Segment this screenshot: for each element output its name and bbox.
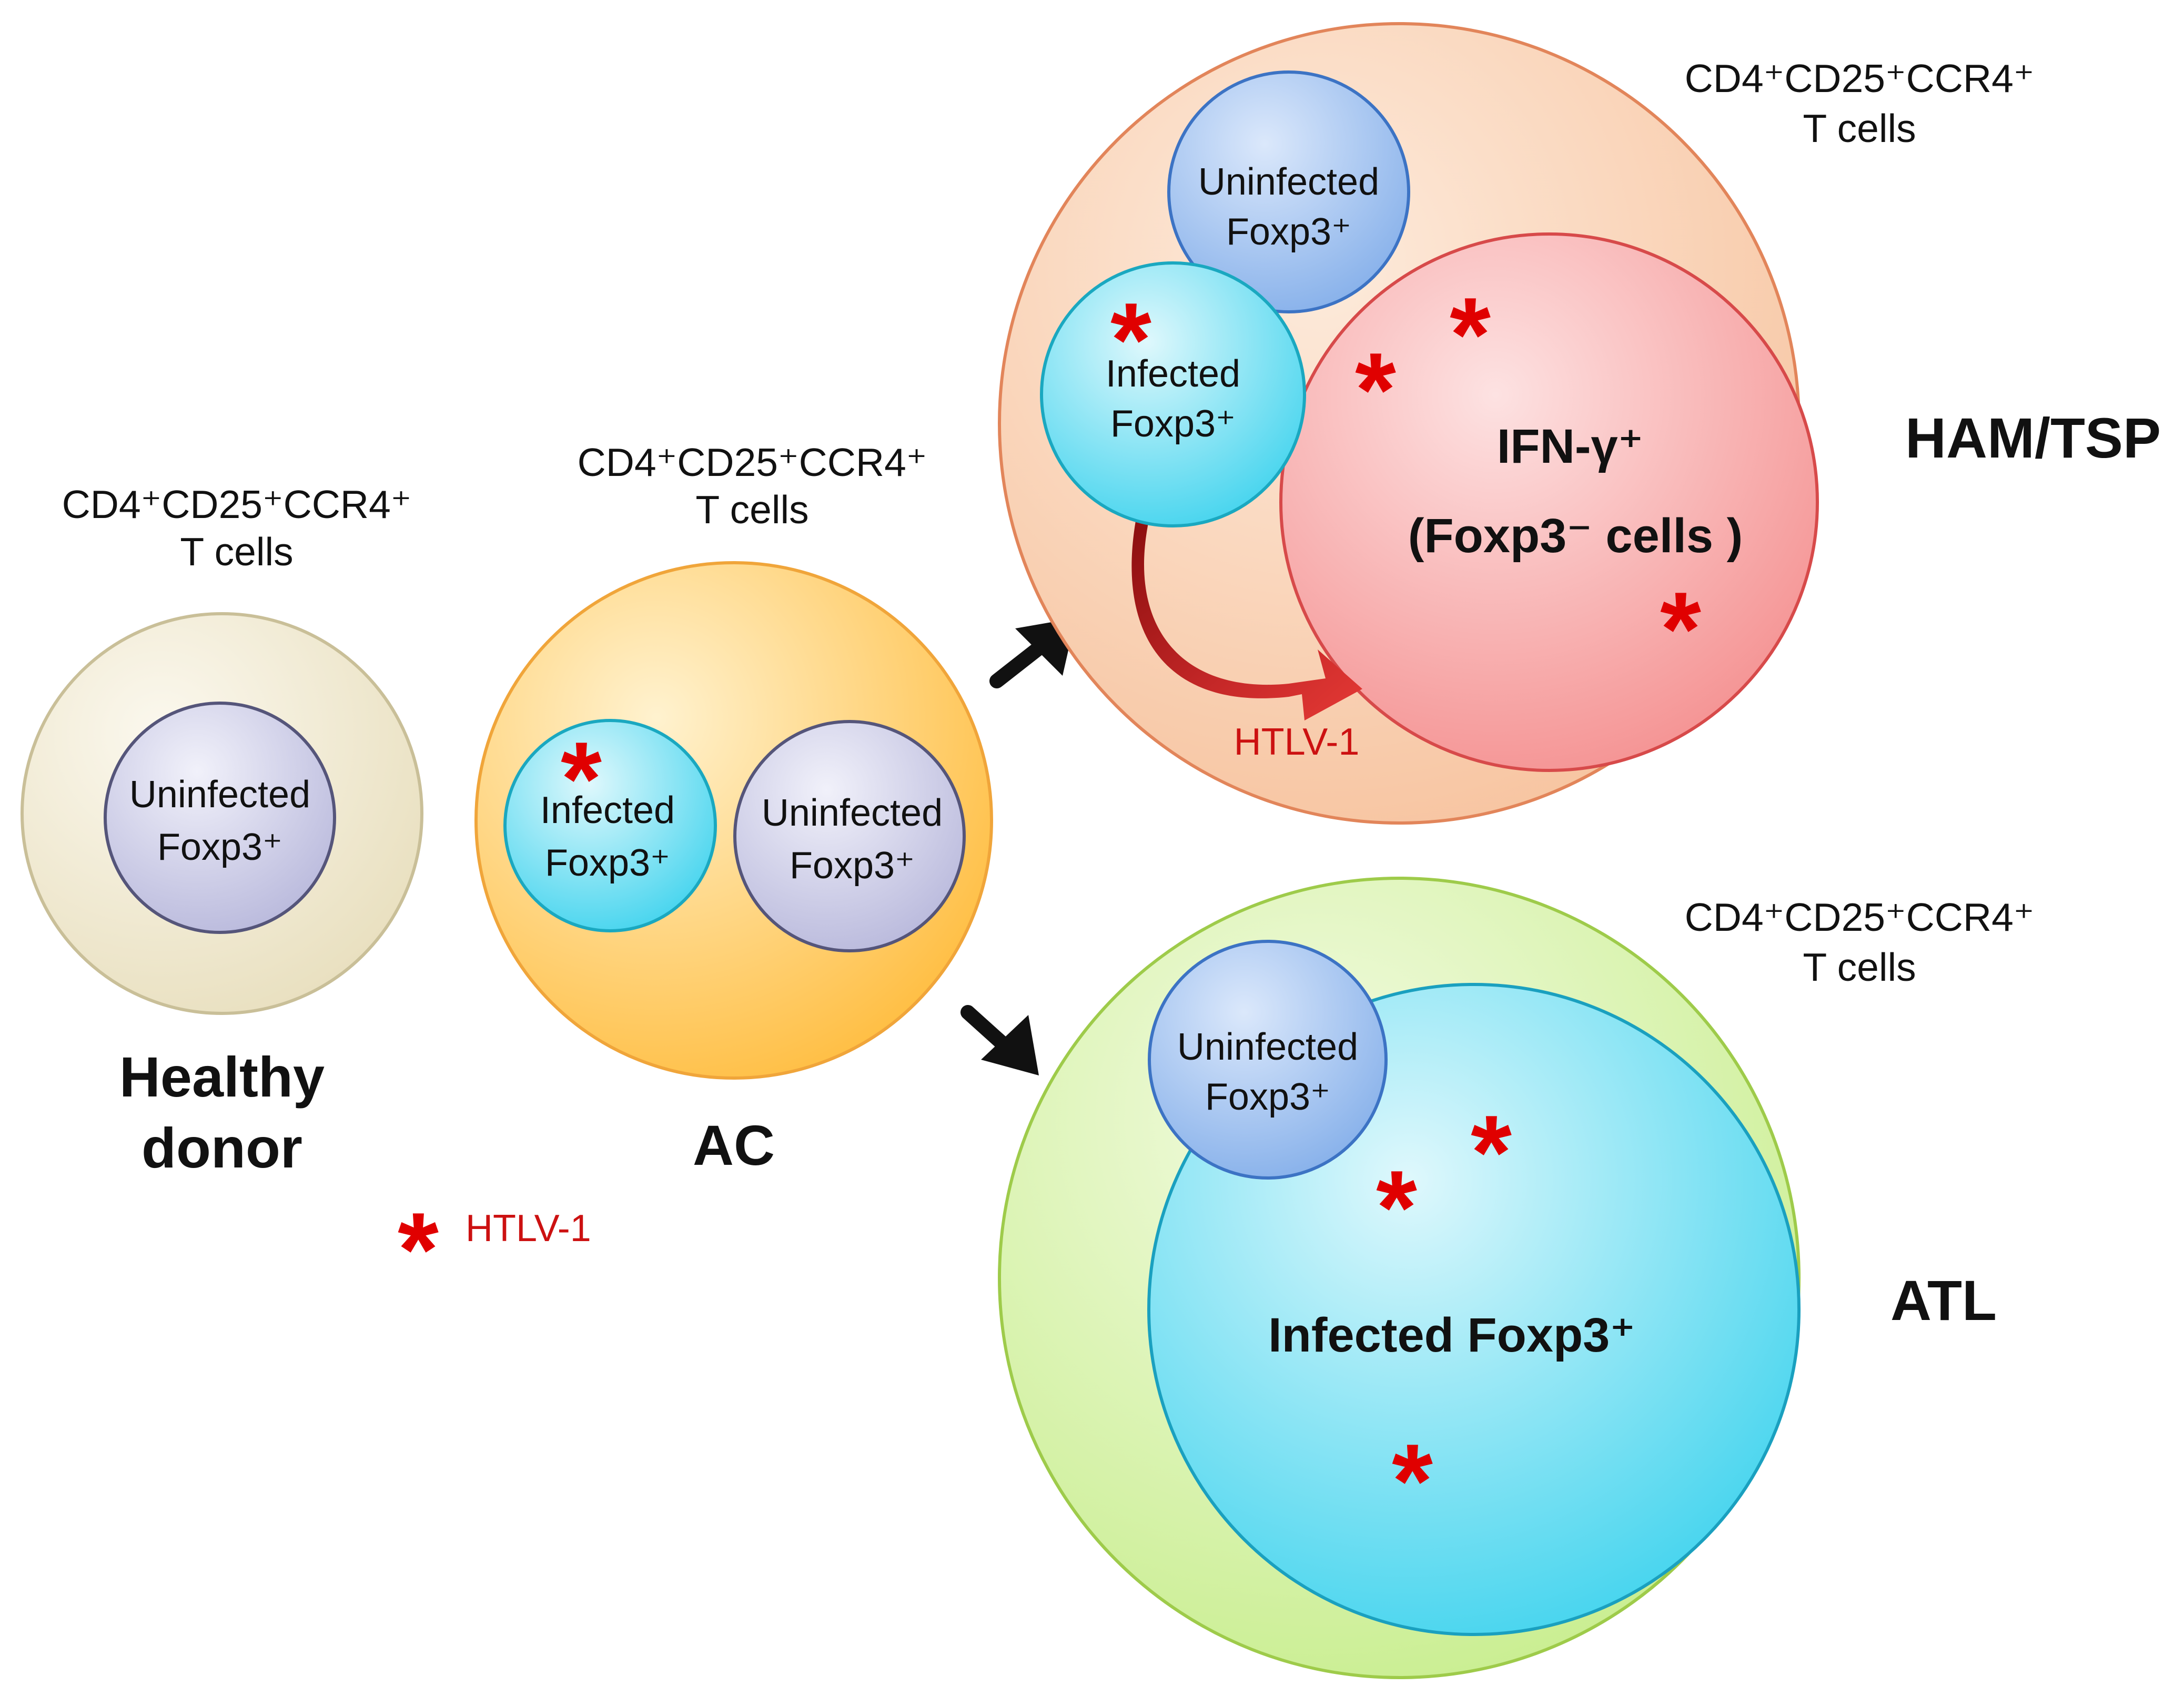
ac-uninfected-cell	[733, 720, 966, 952]
ham-infected-star-icon: *	[1110, 281, 1151, 399]
healthy-uninfected-cell	[104, 702, 336, 934]
ac-infected-line2: Foxp3⁺	[545, 842, 670, 884]
ham-arrow-label: HTLV-1	[1234, 721, 1360, 763]
atl-star-icon-1: *	[1471, 1094, 1512, 1211]
ac-uninfected-line2: Foxp3⁺	[790, 845, 915, 887]
atl-star-icon-3: *	[1392, 1423, 1433, 1540]
ac-title: AC	[693, 1113, 775, 1177]
atl-star-icon-2: *	[1376, 1149, 1417, 1266]
ac-group: CD4⁺CD25⁺CCR4⁺ T cells * Infected Foxp3⁺…	[474, 440, 993, 1177]
healthy-uninfected-line2: Foxp3⁺	[157, 826, 282, 868]
ac-uninfected-line1: Uninfected	[762, 792, 943, 834]
atl-header-line2: T cells	[1803, 945, 1916, 989]
ham-uninfected-cell	[1167, 70, 1410, 313]
ham-uninfected-line1: Uninfected	[1198, 161, 1379, 203]
ham-ifn-line1: IFN-γ⁺	[1497, 420, 1644, 473]
atl-infected-label: Infected Foxp3⁺	[1268, 1308, 1635, 1362]
ac-htlv-star-icon: *	[561, 720, 602, 838]
ham-uninfected-line2: Foxp3⁺	[1226, 211, 1351, 253]
healthy-header-line2: T cells	[180, 530, 293, 574]
ham-ifn-star-icon-1: *	[1450, 276, 1491, 393]
legend-label: HTLV-1	[466, 1207, 591, 1250]
ac-infected-line1: Infected	[540, 789, 675, 831]
ham-ifn-line2: (Foxp3⁻ cells )	[1408, 509, 1743, 563]
ham-infected-line1: Infected	[1106, 353, 1240, 395]
ac-infected-cell	[503, 719, 717, 932]
healthy-header-line1: CD4⁺CD25⁺CCR4⁺	[62, 482, 412, 526]
ac-header-line1: CD4⁺CD25⁺CCR4⁺	[578, 440, 927, 484]
ac-header-line2: T cells	[695, 487, 808, 532]
atl-group: CD4⁺CD25⁺CCR4⁺ T cells Infected Foxp3⁺ *…	[998, 877, 2035, 1679]
ham-title: HAM/TSP	[1905, 406, 2161, 470]
healthy-title-line1: Healthy	[119, 1045, 325, 1109]
legend: * HTLV-1	[398, 1191, 591, 1308]
ham-header-line1: CD4⁺CD25⁺CCR4⁺	[1685, 56, 2035, 100]
healthy-donor-group: CD4⁺CD25⁺CCR4⁺ T cells Uninfected Foxp3⁺…	[21, 482, 423, 1180]
healthy-uninfected-line1: Uninfected	[129, 774, 310, 816]
atl-uninfected-line1: Uninfected	[1177, 1026, 1358, 1068]
atl-title: ATL	[1890, 1268, 1997, 1332]
atl-header-line1: CD4⁺CD25⁺CCR4⁺	[1685, 895, 2035, 939]
legend-star-icon: *	[398, 1191, 439, 1308]
arrow-to-atl	[960, 1005, 1039, 1075]
ham-header-line2: T cells	[1803, 106, 1916, 150]
atl-uninfected-cell	[1148, 940, 1388, 1180]
ham-infected-line2: Foxp3⁺	[1110, 403, 1236, 445]
ham-ifn-star-icon-3: *	[1660, 571, 1701, 688]
atl-uninfected-line2: Foxp3⁺	[1205, 1076, 1330, 1118]
ham-ifn-cell	[1279, 232, 1819, 772]
ham-conversion-arrow-icon	[1131, 518, 1362, 720]
ham-infected-cell	[1040, 261, 1306, 527]
ham-group: CD4⁺CD25⁺CCR4⁺ T cells IFN-γ⁺ (Foxp3⁻ ce…	[998, 22, 2161, 825]
ham-ifn-star-icon-2: *	[1355, 331, 1396, 449]
healthy-title-line2: donor	[141, 1116, 302, 1180]
